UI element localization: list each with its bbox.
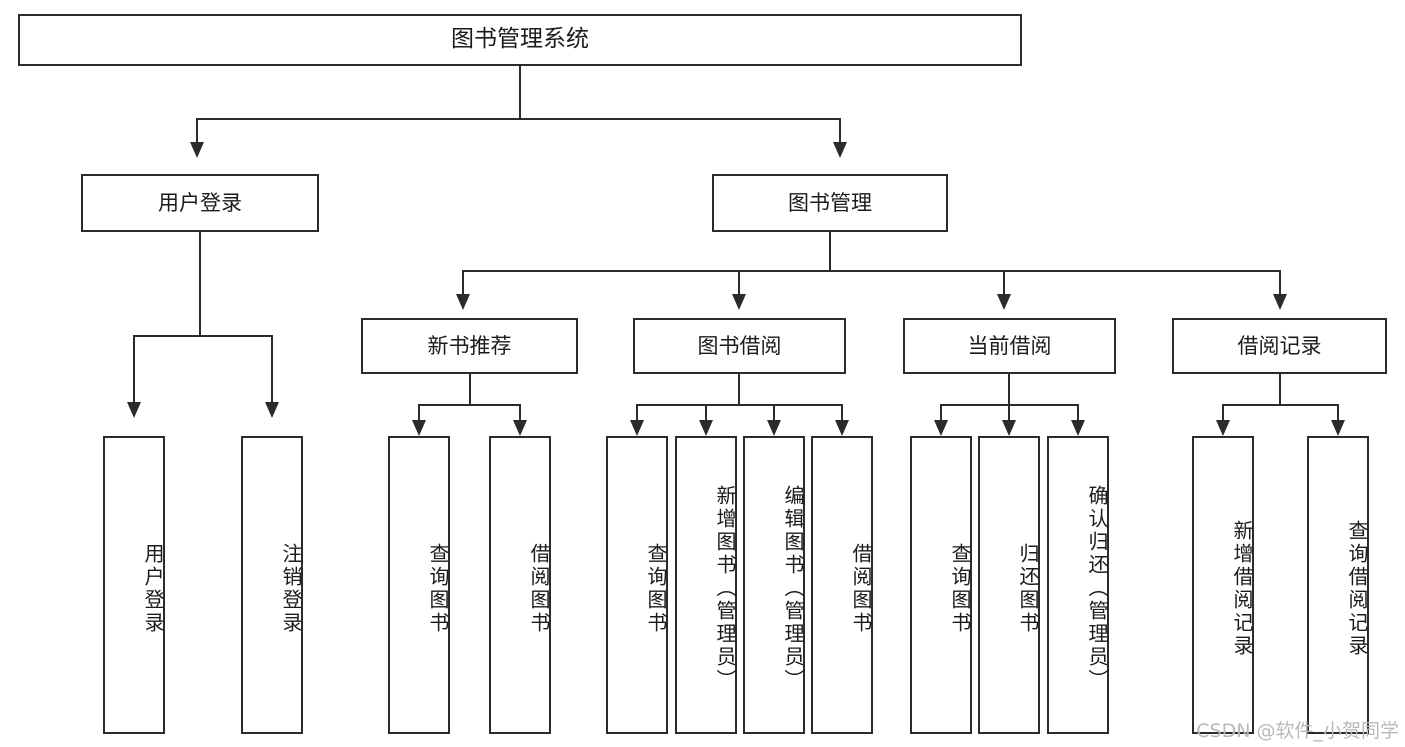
connector-book-borrow-leaf-4: [841, 404, 843, 422]
leaf-node-confirm-return-admin[interactable]: 确认归还（管理员）: [1047, 436, 1109, 734]
connector-user-login-to-leaf-2: [271, 335, 273, 404]
connector-user-login-stem: [199, 232, 201, 336]
node-borrow-record[interactable]: 借阅记录: [1172, 318, 1387, 374]
node-label: 图书管理系统: [451, 26, 589, 53]
connector-current-borrow-leaf-1: [940, 404, 942, 422]
leaf-label: 新增借阅记录: [1230, 520, 1254, 658]
arrowhead-bm-new-book: [456, 294, 470, 310]
arrowhead-user-login-leaf-2: [265, 402, 279, 418]
connector-current-borrow-leaf-3: [1077, 404, 1079, 422]
node-book-borrow[interactable]: 图书借阅: [633, 318, 846, 374]
node-label: 借阅记录: [1237, 333, 1322, 358]
connector-borrow-record-leaf-1: [1222, 404, 1224, 422]
arrowhead-book-borrow-leaf-2: [699, 420, 713, 436]
leaf-node-add-borrow-record[interactable]: 新增借阅记录: [1192, 436, 1254, 734]
connector-root-stem: [519, 66, 521, 119]
connector-new-book-leaf-1: [418, 404, 420, 422]
connector-bm-to-current-borrow: [1003, 270, 1005, 296]
connector-bm-to-book-borrow: [738, 270, 740, 296]
leaf-node-return-book[interactable]: 归还图书: [978, 436, 1040, 734]
leaf-node-logout[interactable]: 注销登录: [241, 436, 303, 734]
connector-borrow-record-branch-bar: [1222, 404, 1338, 406]
leaf-label: 新增图书（管理员）: [713, 484, 737, 692]
arrowhead-current-borrow-leaf-1: [934, 420, 948, 436]
arrowhead-root-to-user-login: [190, 142, 204, 158]
connector-root-to-book-management: [839, 118, 841, 145]
connector-book-management-branch-bar: [462, 270, 1280, 272]
arrowhead-bm-current-borrow: [997, 294, 1011, 310]
leaf-label: 借阅图书: [527, 543, 551, 635]
connector-new-book-leaf-2: [519, 404, 521, 422]
connector-user-login-branch-bar: [133, 335, 273, 337]
connector-new-book-branch-bar: [418, 404, 521, 406]
leaf-label: 借阅图书: [849, 543, 873, 635]
watermark-text: CSDN @软件_小贺同学: [1196, 720, 1399, 742]
leaf-node-add-book-admin[interactable]: 新增图书（管理员）: [675, 436, 737, 734]
arrowhead-new-book-leaf-1: [412, 420, 426, 436]
connector-borrow-record-stem: [1279, 374, 1281, 405]
connector-book-borrow-branch-bar: [636, 404, 843, 406]
node-new-book-recommend[interactable]: 新书推荐: [361, 318, 578, 374]
leaf-label: 注销登录: [279, 543, 303, 635]
leaf-label: 查询图书: [644, 543, 668, 635]
connector-bm-to-new-book: [462, 270, 464, 296]
leaf-label: 查询图书: [426, 543, 450, 635]
leaf-label: 编辑图书（管理员）: [781, 484, 805, 692]
connector-root-to-user-login: [196, 118, 198, 145]
node-current-borrow[interactable]: 当前借阅: [903, 318, 1116, 374]
node-root-book-management-system[interactable]: 图书管理系统: [18, 14, 1022, 66]
leaf-node-query-borrow-record[interactable]: 查询借阅记录: [1307, 436, 1369, 734]
connector-book-borrow-stem: [738, 374, 740, 405]
leaf-node-query-book-recommend[interactable]: 查询图书: [388, 436, 450, 734]
arrowhead-root-to-book-management: [833, 142, 847, 158]
arrowhead-bm-book-borrow: [732, 294, 746, 310]
leaf-node-borrow-book-recommend[interactable]: 借阅图书: [489, 436, 551, 734]
arrowhead-current-borrow-leaf-3: [1071, 420, 1085, 436]
arrowhead-borrow-record-leaf-2: [1331, 420, 1345, 436]
arrowhead-new-book-leaf-2: [513, 420, 527, 436]
leaf-node-edit-book-admin[interactable]: 编辑图书（管理员）: [743, 436, 805, 734]
leaf-node-query-book-borrow[interactable]: 查询图书: [606, 436, 668, 734]
connector-book-management-stem: [829, 232, 831, 271]
connector-user-login-to-leaf-1: [133, 335, 135, 404]
leaf-label: 查询借阅记录: [1345, 520, 1369, 658]
arrowhead-book-borrow-leaf-3: [767, 420, 781, 436]
node-label: 新书推荐: [427, 333, 512, 358]
leaf-label: 确认归还（管理员）: [1085, 484, 1109, 692]
leaf-node-user-login[interactable]: 用户登录: [103, 436, 165, 734]
connector-book-borrow-leaf-3: [773, 404, 775, 422]
leaf-node-borrow-book[interactable]: 借阅图书: [811, 436, 873, 734]
node-user-login[interactable]: 用户登录: [81, 174, 319, 232]
node-label: 当前借阅: [967, 333, 1052, 358]
arrowhead-bm-borrow-record: [1273, 294, 1287, 310]
leaf-label: 用户登录: [141, 543, 165, 635]
connector-new-book-stem: [469, 374, 471, 405]
leaf-label: 查询图书: [948, 543, 972, 635]
leaf-label: 归还图书: [1016, 543, 1040, 635]
arrowhead-borrow-record-leaf-1: [1216, 420, 1230, 436]
arrowhead-book-borrow-leaf-4: [835, 420, 849, 436]
node-label: 用户登录: [158, 190, 242, 215]
connector-book-borrow-leaf-2: [705, 404, 707, 422]
connector-current-borrow-stem: [1008, 374, 1010, 405]
node-label: 图书借阅: [697, 333, 782, 358]
arrowhead-user-login-leaf-1: [127, 402, 141, 418]
leaf-node-query-book-current[interactable]: 查询图书: [910, 436, 972, 734]
connector-bm-to-borrow-record: [1279, 270, 1281, 296]
connector-book-borrow-leaf-1: [636, 404, 638, 422]
arrowhead-book-borrow-leaf-1: [630, 420, 644, 436]
node-book-management[interactable]: 图书管理: [712, 174, 948, 232]
node-label: 图书管理: [788, 190, 872, 215]
connector-borrow-record-leaf-2: [1337, 404, 1339, 422]
arrowhead-current-borrow-leaf-2: [1002, 420, 1016, 436]
connector-current-borrow-leaf-2: [1008, 404, 1010, 422]
connector-root-branch-bar: [196, 118, 841, 120]
